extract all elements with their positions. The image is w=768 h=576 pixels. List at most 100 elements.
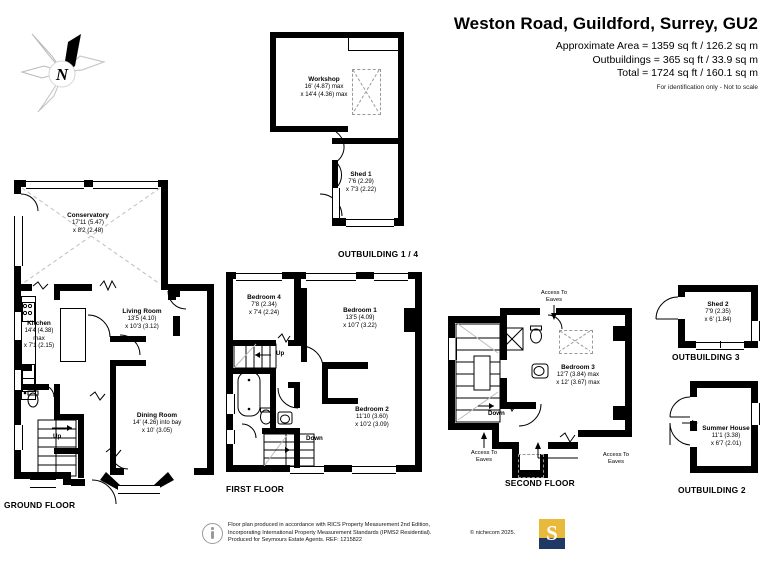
access-to-eaves-right: Access To Eaves xyxy=(580,452,652,466)
outbuilding-1-4-name: OUTBUILDING 1 / 4 xyxy=(338,249,419,259)
dining-room-label: Dining Room 14' (4.26) into bay x 10' (3… xyxy=(106,412,208,434)
living-room-dim2: x 10'3 (3.12) xyxy=(125,322,159,330)
shed2-window-mull xyxy=(720,341,721,348)
total-area: Total = 1724 sq ft / 160.1 sq m xyxy=(617,67,758,79)
bedroom1-label: Bedroom 1 13'5 (4.09) x 10'7 (3.22) xyxy=(318,307,402,329)
seymours-logo: S xyxy=(539,519,565,549)
ff-bed1-wall-bottom xyxy=(301,288,307,362)
living-wall-east2 xyxy=(173,290,180,297)
sf-wall-bottom-m2 xyxy=(492,442,518,449)
shed1-label: Shed 1 7'6 (2.29) x 7'3 (2.22) xyxy=(321,171,401,193)
shed2-dim1: 7'9 (2.35) xyxy=(705,308,731,316)
workshop-feature-cross xyxy=(319,69,380,217)
sf-wall-top-l xyxy=(448,316,506,323)
logo-letter: S xyxy=(546,521,558,545)
summer-house-dim1: 11'1 (3.38) xyxy=(711,432,741,440)
summer-house-dim2: x 6'7 (2.01) xyxy=(710,439,742,447)
bedroom3-label: Bedroom 3 12'7 (3.84) max x 12' (3.67) m… xyxy=(530,364,626,386)
living-wall-right xyxy=(168,284,176,300)
conservatory-dim2: x 8'2 (2.48) xyxy=(72,226,104,234)
living-dining-wall2 xyxy=(110,360,116,388)
bedroom4-label: Bedroom 4 7'8 (2.34) x 7'4 (2.24) xyxy=(234,294,294,316)
workshop-name: Workshop xyxy=(308,76,340,83)
conservatory-wall-left-mid xyxy=(14,266,21,290)
conservatory-wall-tm xyxy=(84,180,93,187)
first-down-label: Down xyxy=(306,435,323,442)
ff-wall-left-mid xyxy=(226,372,233,394)
ff-landing-wall-top xyxy=(226,340,276,346)
workshop-wall-right xyxy=(398,32,404,226)
workshop-dim1: 16' (4.87) max xyxy=(304,83,344,91)
shed1-window-bottom xyxy=(346,219,394,227)
living-wall-east xyxy=(173,316,180,336)
kitchen-hob xyxy=(22,302,35,322)
sf-wall-bottom-m3 xyxy=(512,442,519,460)
conservatory-label: Conservatory 17'11 (5.47) x 8'2 (2.48) xyxy=(36,212,140,234)
sh-wall-right xyxy=(751,381,758,403)
ff-wall-left-mid2 xyxy=(226,414,233,430)
sf-dormer-dash xyxy=(518,454,544,478)
shed2-window-right xyxy=(751,321,760,341)
footer-copyright: © nichecom 2025. xyxy=(470,529,516,536)
bedroom3-name: Bedroom 3 xyxy=(561,364,595,371)
dining-room-dim1: 14' (4.26) into bay xyxy=(132,419,182,427)
outbuilding-2-name: OUTBUILDING 2 xyxy=(678,485,746,495)
sf-wall-bottom-r xyxy=(548,442,578,449)
bedroom4-dim2: x 7'4 (2.24) xyxy=(248,308,280,316)
page-title: Weston Road, Guildford, Surrey, GU2 xyxy=(453,14,758,33)
ff-wall-top-m2 xyxy=(356,272,374,279)
wc-wall-top xyxy=(21,384,49,390)
wc-wall-bottom xyxy=(54,414,84,420)
living-room-name: Living Room xyxy=(122,308,162,315)
second-down-label: Down xyxy=(488,410,505,417)
sf-wall-bottom-r2 xyxy=(578,430,632,437)
ff-landing-wall-top2 xyxy=(288,340,301,346)
sf-window-left xyxy=(448,338,457,360)
shed2-wall-top xyxy=(678,285,758,292)
summer-house-name: Summer House xyxy=(702,425,750,432)
bedroom4-dim1: 7'8 (2.34) xyxy=(251,301,277,309)
bedroom2-dim1: 11'10 (3.60) xyxy=(356,413,388,421)
workshop-interior-line xyxy=(348,50,398,51)
outbuilding-3-name: OUTBUILDING 3 xyxy=(672,352,740,362)
summer-house-label: Summer House 11'1 (3.38) x 6'7 (2.01) xyxy=(690,425,762,447)
living-dining-wall xyxy=(110,336,146,342)
eaves-top-line1: Access To xyxy=(540,290,568,296)
access-to-eaves-top: Access To Eaves xyxy=(518,290,590,304)
ff-hall-wall xyxy=(294,382,300,408)
ground-floor-plan: Conservatory 17'11 (5.47) x 8'2 (2.48) K… xyxy=(8,180,214,505)
wc-wall-right xyxy=(54,384,60,420)
ff-bed2-wall-left xyxy=(322,369,328,401)
ff-window-top-2 xyxy=(306,272,356,281)
sf-bed3-dash-feature xyxy=(559,330,593,354)
understair-cupboard xyxy=(60,308,86,362)
kitchen-name: Kitchen xyxy=(27,320,51,327)
first-floor-plan: Bedroom 4 7'8 (2.34) x 7'4 (2.24) Bedroo… xyxy=(226,272,422,478)
living-room-label: Living Room 13'5 (4.10) x 10'3 (3.12) xyxy=(96,308,188,330)
ff-wall-bottom-m xyxy=(324,465,352,472)
compass-north-label: N xyxy=(55,65,69,84)
sf-wall-dormer-b xyxy=(512,470,548,478)
outbuilding-1-4-plan: Workshop 16' (4.87) max x 14'4 (4.36) ma… xyxy=(266,32,406,264)
house-wall-bottom-left xyxy=(14,472,69,479)
outbuilding-3-plan: Shed 2 7'9 (2.35) x 6' (1.84) xyxy=(655,285,760,357)
shed1-name: Shed 1 xyxy=(350,171,372,178)
workshop-wall-top xyxy=(270,32,404,38)
area-summary: Approximate Area = 1359 sq ft / 126.2 sq… xyxy=(556,40,758,81)
bedroom3-dim2: x 12' (3.67) max xyxy=(556,378,600,386)
footer: Floor plan produced in accordance with R… xyxy=(200,519,565,565)
access-to-eaves-left: Access To Eaves xyxy=(448,450,520,464)
bedroom3-dim1: 12'7 (3.84) max xyxy=(556,371,600,379)
living-wall-left xyxy=(54,284,60,300)
bay-window-front xyxy=(118,485,160,494)
sf-wall-right-nib2 xyxy=(613,406,626,420)
kitchen-dim2: x 7'1 (2.15) xyxy=(23,342,55,350)
bedroom1-dim2: x 10'7 (3.22) xyxy=(343,321,377,329)
sf-wall-left2 xyxy=(448,360,455,430)
eaves-left-line1: Access To xyxy=(470,450,498,456)
kitchen-label: Kitchen 14'4 (4.38) max x 7'1 (2.15) xyxy=(6,320,72,350)
conservatory-wall-left-top xyxy=(14,180,21,194)
sf-wall-top-m xyxy=(500,308,540,315)
sh-wall-left-bot xyxy=(690,447,697,473)
workshop-wall-bottom xyxy=(270,126,348,132)
